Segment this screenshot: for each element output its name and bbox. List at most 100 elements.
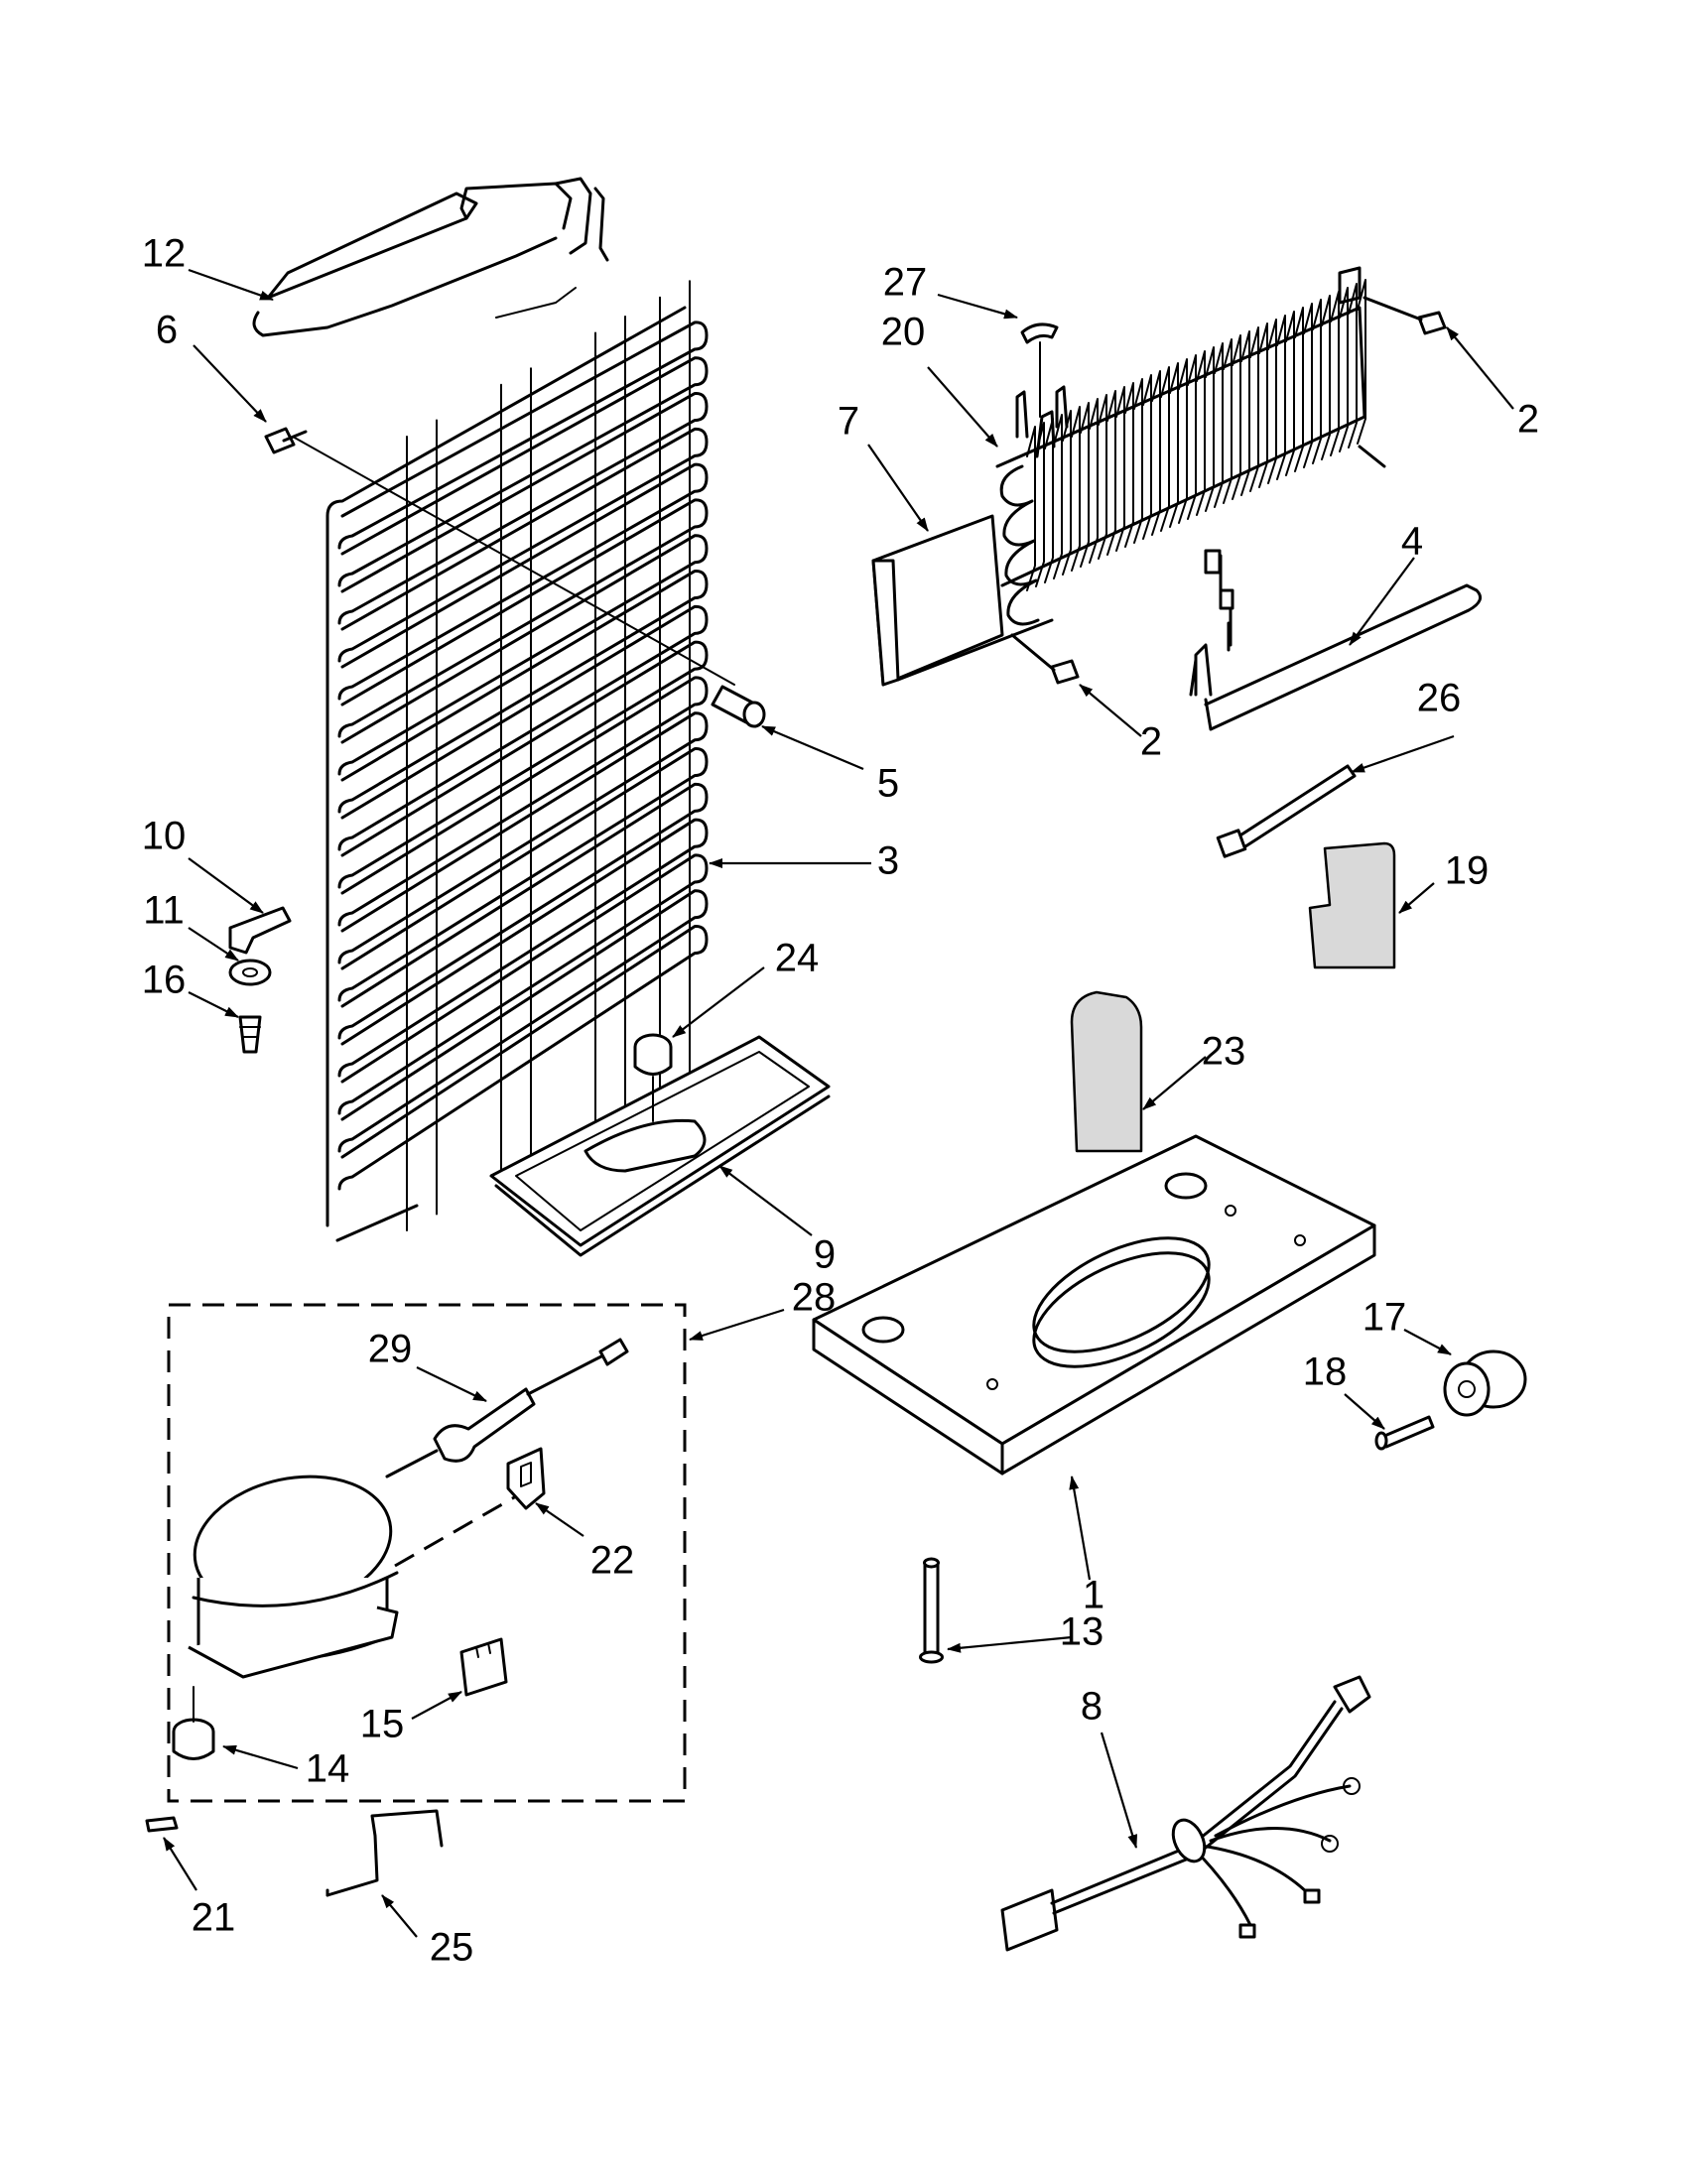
part-2-screw-upper — [1363, 296, 1447, 335]
evaporator-fin — [1276, 315, 1286, 480]
callout-10: 10 — [142, 815, 187, 858]
part-14-grommet — [172, 1686, 215, 1760]
part-27-clip — [1020, 322, 1059, 418]
callout-7: 7 — [838, 400, 859, 444]
callout-28: 28 — [792, 1276, 837, 1320]
evaporator-fin — [1267, 319, 1277, 484]
callout-11: 11 — [143, 889, 185, 933]
callout-17: 17 — [1363, 1296, 1407, 1340]
evaporator-fin — [1026, 426, 1036, 591]
evaporator-fin — [1312, 299, 1322, 464]
evaporator-fin — [1142, 374, 1152, 540]
part-24-grommet — [633, 1033, 673, 1122]
callout-4: 4 — [1401, 520, 1423, 564]
callout-23: 23 — [1202, 1030, 1246, 1074]
evaporator-fin — [1285, 311, 1295, 476]
evaporator-fin — [1080, 402, 1090, 568]
callout-3: 3 — [877, 839, 899, 883]
callout-29: 29 — [368, 1328, 413, 1371]
part-21-clip — [145, 1816, 179, 1833]
part-11-washer — [228, 959, 272, 986]
evaporator-fin — [1160, 366, 1170, 532]
callout-26: 26 — [1417, 677, 1462, 720]
part-20-tube-coils — [999, 385, 1069, 626]
part-7-evaporator-bracket — [871, 514, 1054, 687]
evaporator-fin — [1044, 418, 1054, 583]
callout-20: 20 — [881, 311, 926, 354]
evaporator-fin — [1294, 307, 1304, 472]
part-25-wire-bracket — [325, 1809, 444, 1897]
evaporator-fin — [1071, 406, 1081, 572]
callout-14: 14 — [306, 1747, 350, 1791]
part-19-foam-block — [1308, 841, 1396, 969]
callout-5: 5 — [877, 762, 899, 806]
callout-8: 8 — [1081, 1685, 1103, 1729]
part-8-wire-harness — [1000, 1675, 1371, 1952]
condenser-serpentine-tube — [337, 321, 709, 1191]
evaporator-fin — [1098, 394, 1107, 560]
evaporator-fin — [1258, 322, 1268, 488]
callout-13: 13 — [1060, 1610, 1104, 1654]
part-26-cable-tie — [1216, 764, 1357, 858]
evaporator-fin — [1133, 378, 1143, 544]
evaporator-fin — [1106, 390, 1116, 556]
evaporator-fin — [1124, 382, 1134, 548]
callout-9: 9 — [814, 1233, 836, 1277]
part-23-foam-block — [1070, 990, 1143, 1153]
part-18-pin — [1374, 1415, 1435, 1451]
callout-2-upper: 2 — [1517, 398, 1539, 442]
evaporator-fin — [1249, 326, 1259, 492]
part-12-tubing-loop — [252, 177, 609, 337]
leader-lines — [163, 268, 1514, 1938]
part-10-bracket — [228, 906, 292, 955]
part-17-roller — [1443, 1349, 1527, 1417]
evaporator-fin — [1357, 279, 1366, 445]
callout-6: 6 — [156, 309, 178, 352]
evaporator-fin — [1303, 303, 1313, 468]
evaporator-fin — [1232, 334, 1241, 500]
part-9-drain-pan — [489, 1035, 831, 1257]
part-1-base-pan — [812, 1134, 1376, 1476]
evaporator-fin — [1330, 291, 1340, 456]
callout-2-lower: 2 — [1140, 720, 1162, 764]
callout-27: 27 — [883, 261, 928, 305]
part-2-screw-lower — [1010, 633, 1080, 685]
callout-16: 16 — [142, 959, 187, 1002]
callout-1: 1 — [1083, 1574, 1104, 1617]
callout-15: 15 — [360, 1703, 405, 1746]
evaporator-fin — [1178, 358, 1188, 524]
evaporator-fin — [1169, 362, 1179, 528]
callout-19: 19 — [1445, 849, 1490, 893]
part-29-filter-drier — [385, 1338, 629, 1478]
part-compressor — [188, 1475, 517, 1679]
callout-labels: 12 6 27 20 7 2 2 4 26 5 3 10 11 16 19 24… — [142, 232, 1539, 1970]
evaporator-fin — [1187, 354, 1197, 520]
evaporator-fin — [1089, 398, 1099, 564]
part-13-tube — [919, 1557, 944, 1664]
part-28-compressor-group — [167, 1303, 687, 1803]
evaporator-fin — [1223, 338, 1233, 504]
evaporator-fin — [1321, 295, 1331, 460]
evaporator-fin — [1196, 350, 1206, 516]
part-22-relay — [506, 1447, 546, 1510]
part-evaporator-fins — [995, 266, 1386, 591]
evaporator-fin — [1205, 346, 1215, 512]
evaporator-fin — [1053, 414, 1063, 579]
callout-18: 18 — [1303, 1350, 1348, 1394]
part-5-plug — [711, 685, 766, 728]
callout-25: 25 — [430, 1926, 474, 1970]
evaporator-fin — [1115, 386, 1125, 552]
part-16-screw — [238, 1015, 262, 1054]
part-4-defrost-heater — [1189, 549, 1483, 731]
evaporator-fin — [1151, 370, 1161, 536]
evaporator-fin — [1240, 330, 1250, 496]
callout-21: 21 — [192, 1896, 236, 1940]
part-6-screw — [264, 427, 735, 686]
part-3-condenser-coil — [325, 280, 709, 1242]
part-15-overload — [459, 1637, 508, 1697]
callout-24: 24 — [775, 937, 820, 980]
callout-22: 22 — [590, 1539, 635, 1583]
evaporator-fin — [1214, 342, 1224, 508]
callout-12: 12 — [142, 232, 187, 276]
